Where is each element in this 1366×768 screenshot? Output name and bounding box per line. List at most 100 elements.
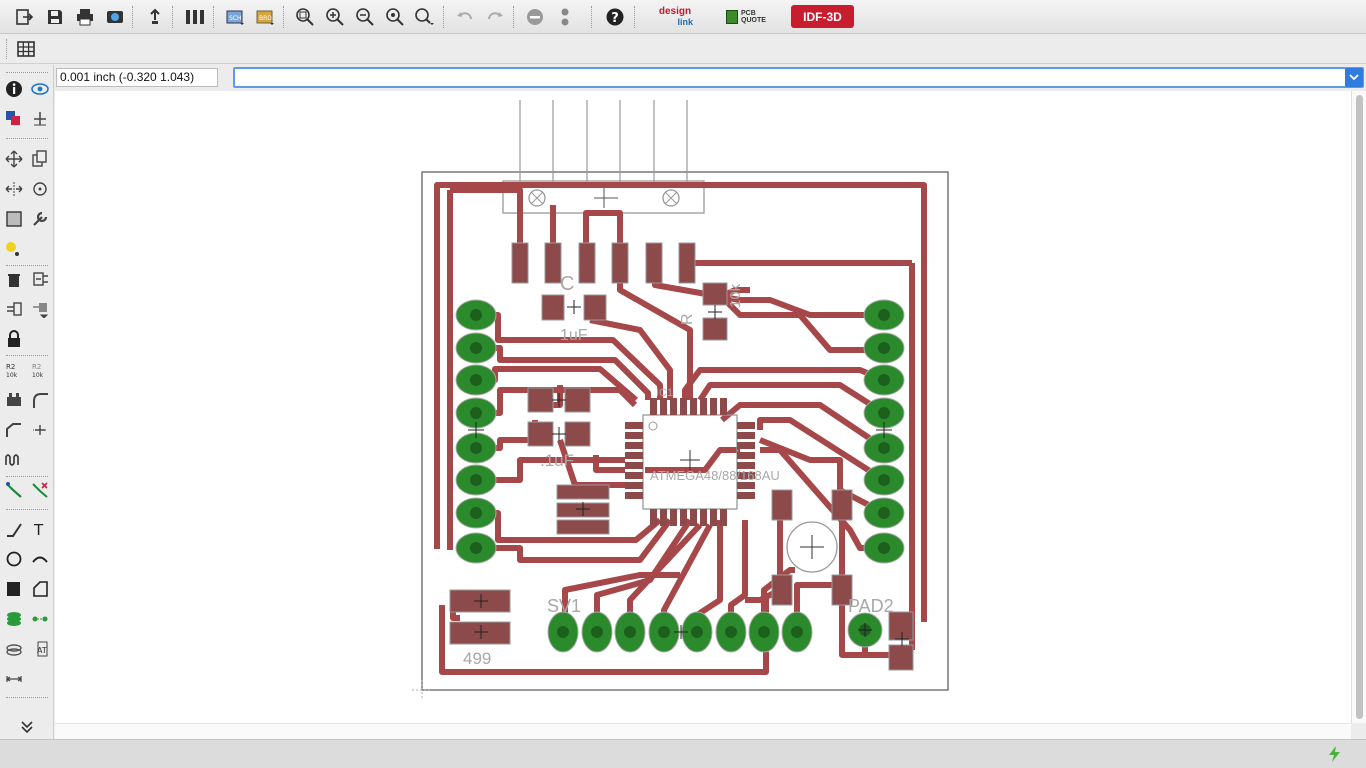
- export-icon[interactable]: [143, 5, 167, 29]
- label-mcu: ATMEGA48/88/168AU: [650, 468, 780, 483]
- idf-3d-button[interactable]: IDF-3D: [791, 5, 854, 28]
- wire-icon[interactable]: [3, 518, 25, 540]
- svg-text:10k: 10k: [32, 372, 44, 379]
- hole-icon[interactable]: [3, 638, 25, 660]
- label-res2: 499: [463, 649, 491, 668]
- arc-icon[interactable]: [29, 548, 51, 570]
- stop-icon[interactable]: [523, 5, 547, 29]
- zoom-last-icon[interactable]: [413, 5, 437, 29]
- design-link-sublabel: link: [677, 17, 693, 27]
- add-icon[interactable]: [29, 268, 51, 290]
- pcb-quote-button[interactable]: PCB QUOTE: [726, 8, 766, 26]
- scrollbar-thumb[interactable]: [1356, 95, 1363, 719]
- attribute-icon[interactable]: AT: [29, 638, 51, 660]
- mcu-ic: [625, 398, 755, 526]
- group-icon[interactable]: [3, 208, 25, 230]
- right-header-pads: [863, 299, 905, 564]
- print-icon[interactable]: [73, 5, 97, 29]
- main-toolbar: SCH BRD: [0, 0, 1366, 34]
- display-layers-icon[interactable]: [3, 108, 25, 130]
- lightning-icon[interactable]: [1326, 745, 1344, 763]
- rotate-icon[interactable]: [29, 178, 51, 200]
- copy-icon[interactable]: [29, 148, 51, 170]
- svg-text:R2: R2: [32, 363, 41, 371]
- label-pad2: PAD2: [848, 596, 894, 616]
- svg-text:R2: R2: [6, 363, 15, 371]
- svg-text:BRD: BRD: [259, 15, 272, 22]
- show-icon[interactable]: [29, 78, 51, 100]
- smash-icon[interactable]: [3, 389, 25, 411]
- board-canvas[interactable]: SV1 PAD2 ATMEGA48/88/168AU 1uF .1uF 499 …: [55, 91, 1351, 723]
- pcb-chip-icon: [726, 10, 738, 24]
- zoom-select-icon[interactable]: [383, 5, 407, 29]
- vertical-scrollbar[interactable]: [1351, 91, 1366, 723]
- ripup-icon[interactable]: [29, 479, 51, 501]
- svg-text:SCH: SCH: [229, 15, 242, 22]
- command-history-dropdown[interactable]: [1345, 68, 1363, 87]
- text-icon[interactable]: T: [29, 518, 51, 540]
- lock-icon[interactable]: [3, 328, 25, 350]
- layer-settings-icon[interactable]: [183, 5, 207, 29]
- move-icon[interactable]: [3, 148, 25, 170]
- svg-text:?: ?: [611, 11, 619, 26]
- label-sv1: SV1: [547, 596, 581, 616]
- origin-marker: [412, 680, 432, 700]
- resonator-silk: [786, 521, 838, 573]
- cam-processor-icon[interactable]: [103, 5, 127, 29]
- pinswap-icon[interactable]: [3, 298, 25, 320]
- replace-icon[interactable]: [29, 298, 51, 320]
- svg-text:T: T: [33, 521, 44, 538]
- brd-icon[interactable]: BRD: [254, 5, 278, 29]
- split-icon[interactable]: [3, 419, 25, 441]
- left-header-pads: [455, 299, 497, 564]
- optimize-icon[interactable]: [29, 419, 51, 441]
- header-leads: [519, 100, 688, 183]
- pcb-quote-line1: PCB: [741, 10, 756, 17]
- signal-icon[interactable]: [29, 608, 51, 630]
- mark-icon[interactable]: [29, 108, 51, 130]
- miter-icon[interactable]: [29, 389, 51, 411]
- chevron-down-icon: [1349, 73, 1359, 80]
- label-r: R: [679, 313, 696, 325]
- delete-icon[interactable]: [3, 268, 25, 290]
- rect-icon[interactable]: [3, 578, 25, 600]
- dimension-icon[interactable]: [3, 668, 25, 690]
- change-icon[interactable]: [29, 208, 51, 230]
- design-link-label: design: [658, 6, 692, 17]
- via-icon[interactable]: [3, 608, 25, 630]
- horizontal-scrollbar[interactable]: [55, 723, 1351, 739]
- design-link-button[interactable]: design link: [651, 7, 699, 29]
- label-res: 10k: [727, 283, 744, 308]
- save-icon[interactable]: [43, 5, 67, 29]
- info-icon[interactable]: [3, 78, 25, 100]
- coordinate-display: 0.001 inch (-0.320 1.043): [56, 68, 218, 87]
- route-icon[interactable]: [3, 479, 25, 501]
- svg-text:AT: AT: [37, 646, 47, 655]
- label-cap2: .1uF: [540, 451, 574, 470]
- circle-icon[interactable]: [3, 548, 25, 570]
- zoom-in-icon[interactable]: [323, 5, 347, 29]
- zoom-out-icon[interactable]: [353, 5, 377, 29]
- label-c: C: [560, 273, 574, 295]
- pcb-quote-line2: QUOTE: [741, 17, 766, 24]
- go-icon[interactable]: [553, 5, 577, 29]
- help-icon[interactable]: ?: [603, 5, 627, 29]
- polygon-icon[interactable]: [29, 578, 51, 600]
- redo-icon[interactable]: [483, 5, 507, 29]
- grid-icon[interactable]: [14, 37, 38, 61]
- paste-icon[interactable]: [3, 238, 25, 260]
- command-input[interactable]: [233, 67, 1364, 88]
- label-cap1: 1uF: [560, 327, 588, 344]
- mirror-icon[interactable]: [3, 178, 25, 200]
- open-icon[interactable]: [12, 5, 36, 29]
- meander-icon[interactable]: [3, 449, 25, 471]
- undo-icon[interactable]: [453, 5, 477, 29]
- sch-icon[interactable]: SCH: [224, 5, 248, 29]
- smd-pads: [449, 242, 914, 671]
- expand-toolbar-icon[interactable]: [16, 716, 38, 738]
- svg-text:10k: 10k: [6, 372, 18, 379]
- zoom-fit-icon[interactable]: [293, 5, 317, 29]
